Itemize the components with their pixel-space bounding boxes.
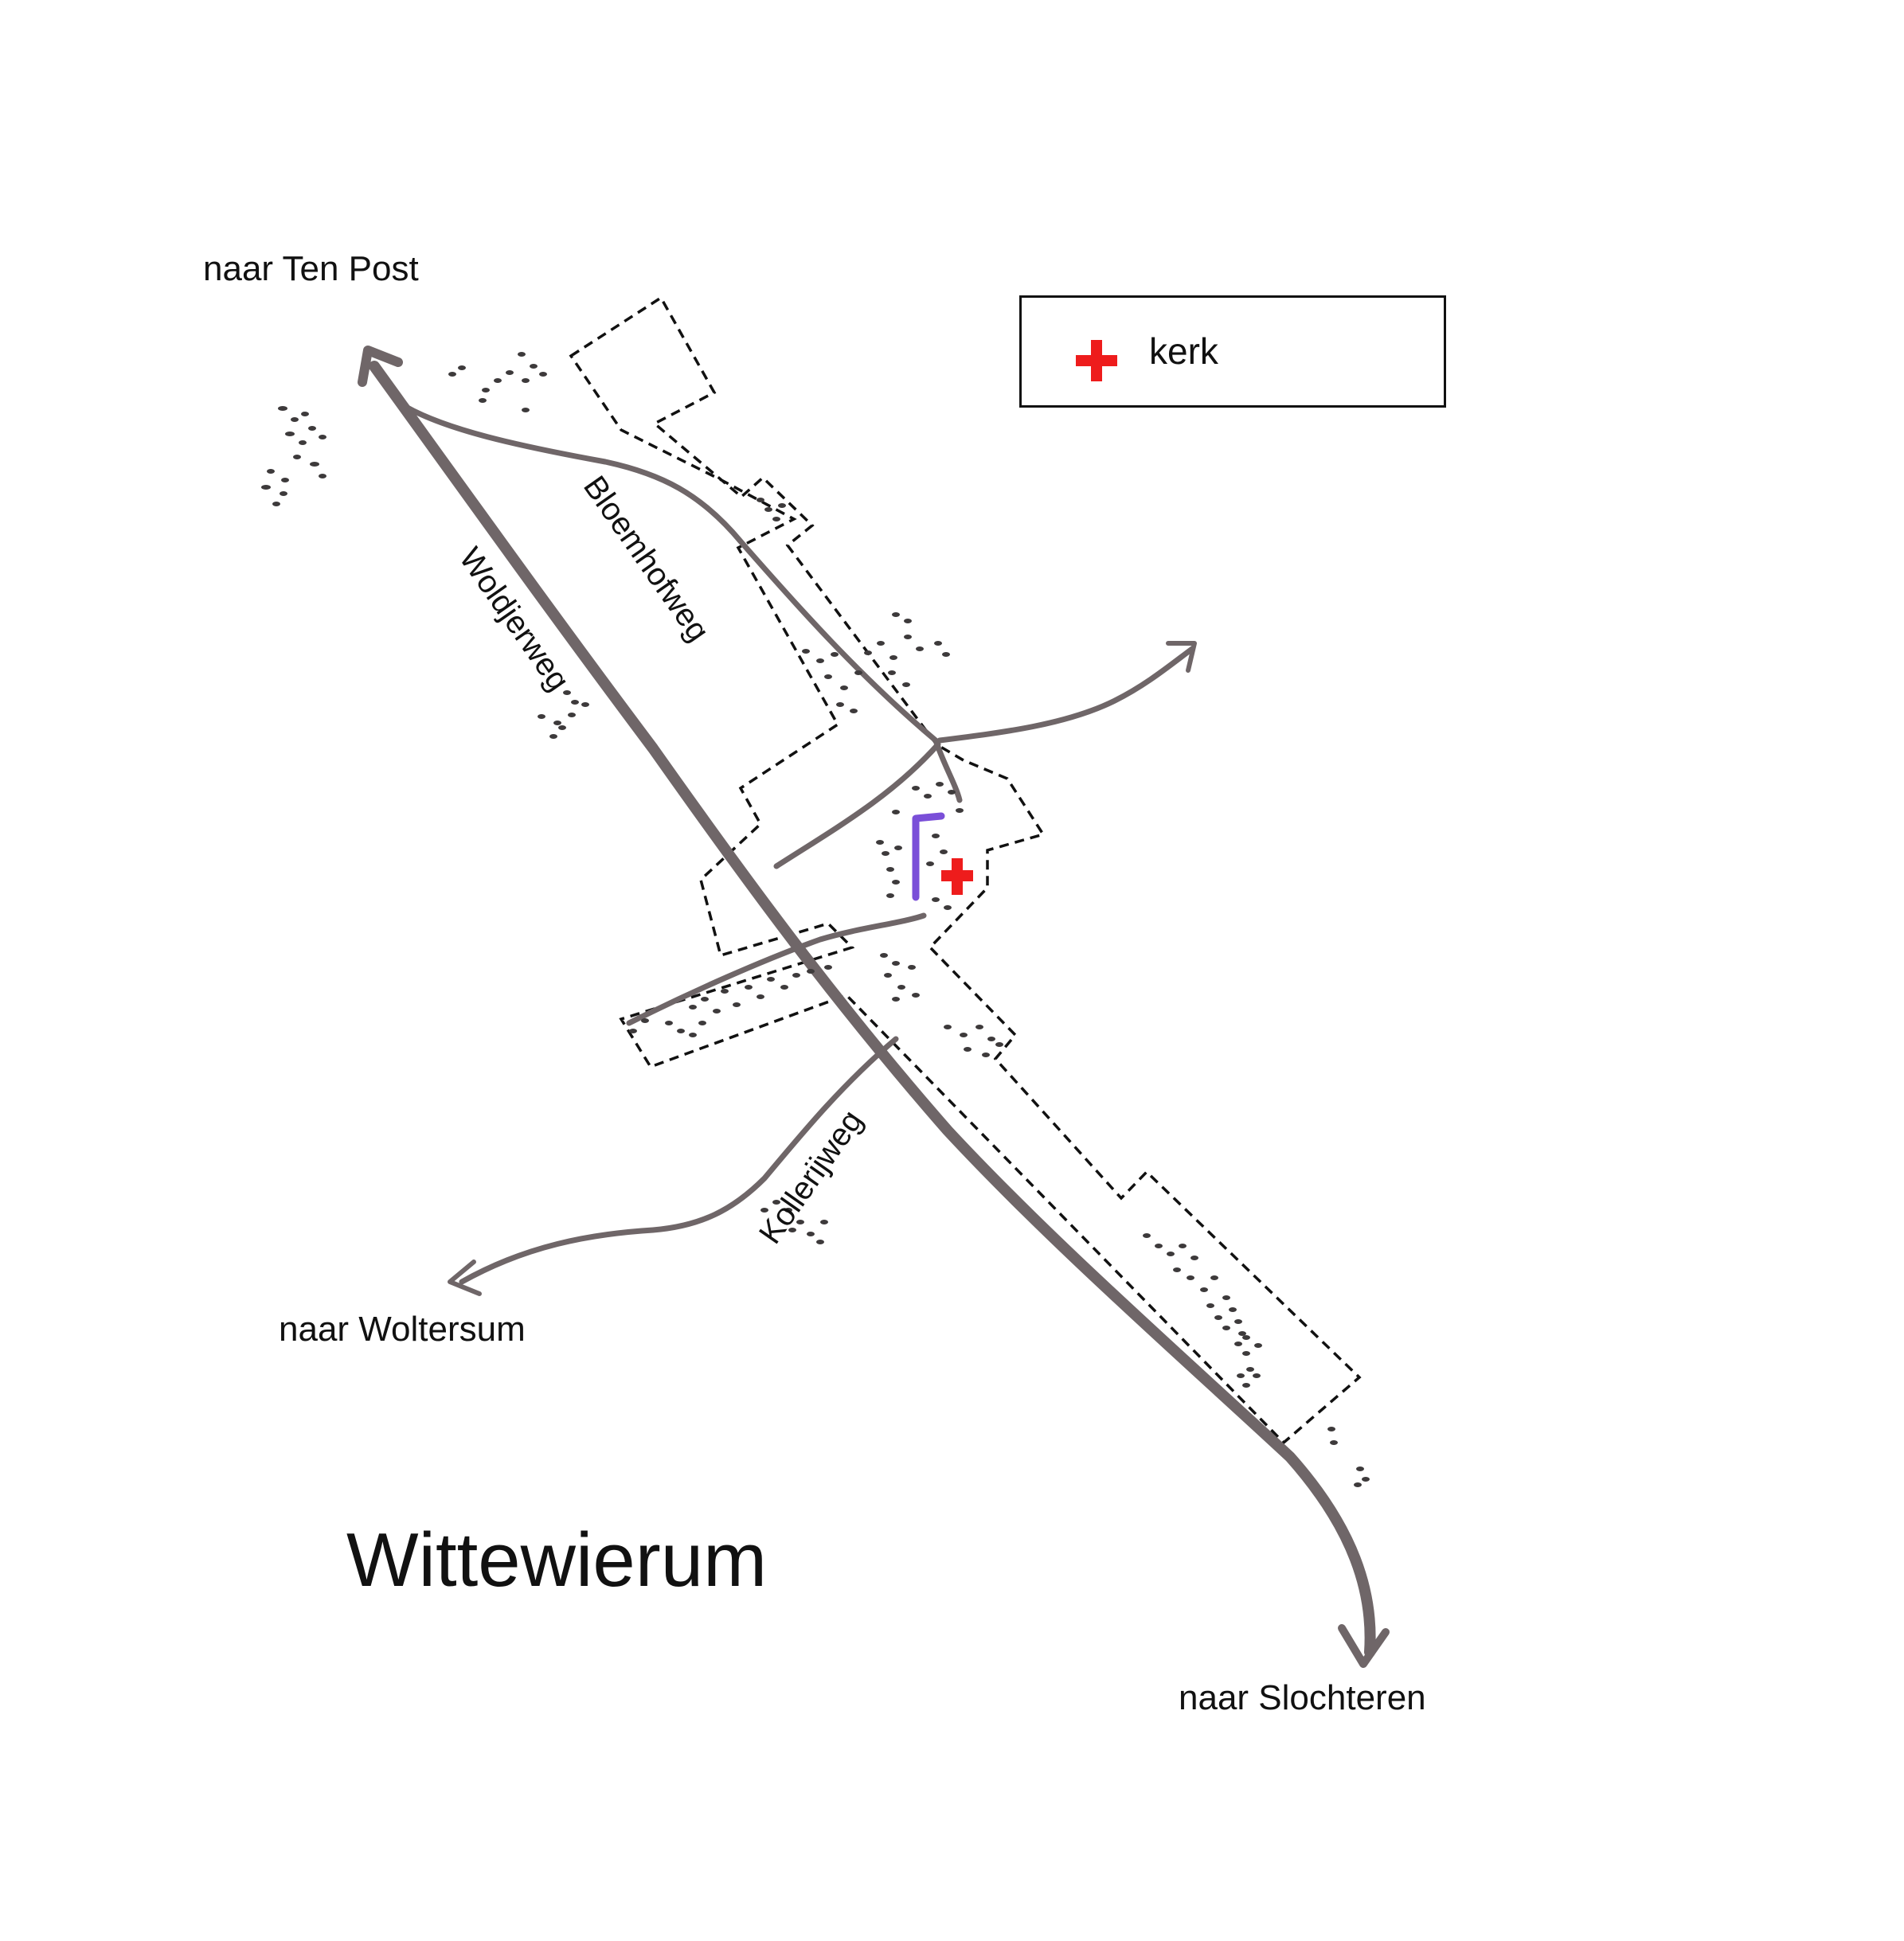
legend-box: kerk xyxy=(1019,295,1446,408)
houses-southeast xyxy=(1143,1233,1262,1388)
houses-north xyxy=(448,352,547,412)
church-cross-icon xyxy=(941,858,973,895)
destination-slochteren: naar Slochteren xyxy=(1179,1678,1426,1717)
houses-woldjer-west xyxy=(538,690,589,739)
houses-kollerij xyxy=(760,1200,828,1244)
red-cross-icon xyxy=(1076,340,1117,381)
houses-bloemhof xyxy=(757,498,950,713)
legend-label-kerk: kerk xyxy=(1149,330,1218,372)
bloemhofweg-road xyxy=(401,403,963,803)
east-arrow-icon xyxy=(1166,641,1197,673)
connector-road-north xyxy=(773,741,941,869)
kollerijweg-road xyxy=(459,1036,899,1285)
destination-woltersum: naar Woltersum xyxy=(279,1310,526,1349)
houses-northwest xyxy=(261,406,326,506)
church-building xyxy=(912,812,945,901)
east-road xyxy=(936,646,1195,744)
village-boundary xyxy=(569,295,1362,1445)
woldjerweg-road xyxy=(369,361,1376,1658)
houses-south-center xyxy=(880,953,1003,1057)
slochteren-arrow-icon xyxy=(1338,1624,1390,1668)
connector-road-south xyxy=(626,912,927,1026)
map-title: Wittewierum xyxy=(346,1517,768,1603)
houses xyxy=(261,352,1370,1487)
houses-south-west xyxy=(629,965,832,1037)
destination-ten-post: naar Ten Post xyxy=(203,249,419,288)
ten-post-arrow-icon xyxy=(358,346,403,387)
houses-center xyxy=(876,782,964,910)
houses-far-southeast xyxy=(1327,1427,1370,1487)
woltersum-arrow-icon xyxy=(448,1260,482,1296)
